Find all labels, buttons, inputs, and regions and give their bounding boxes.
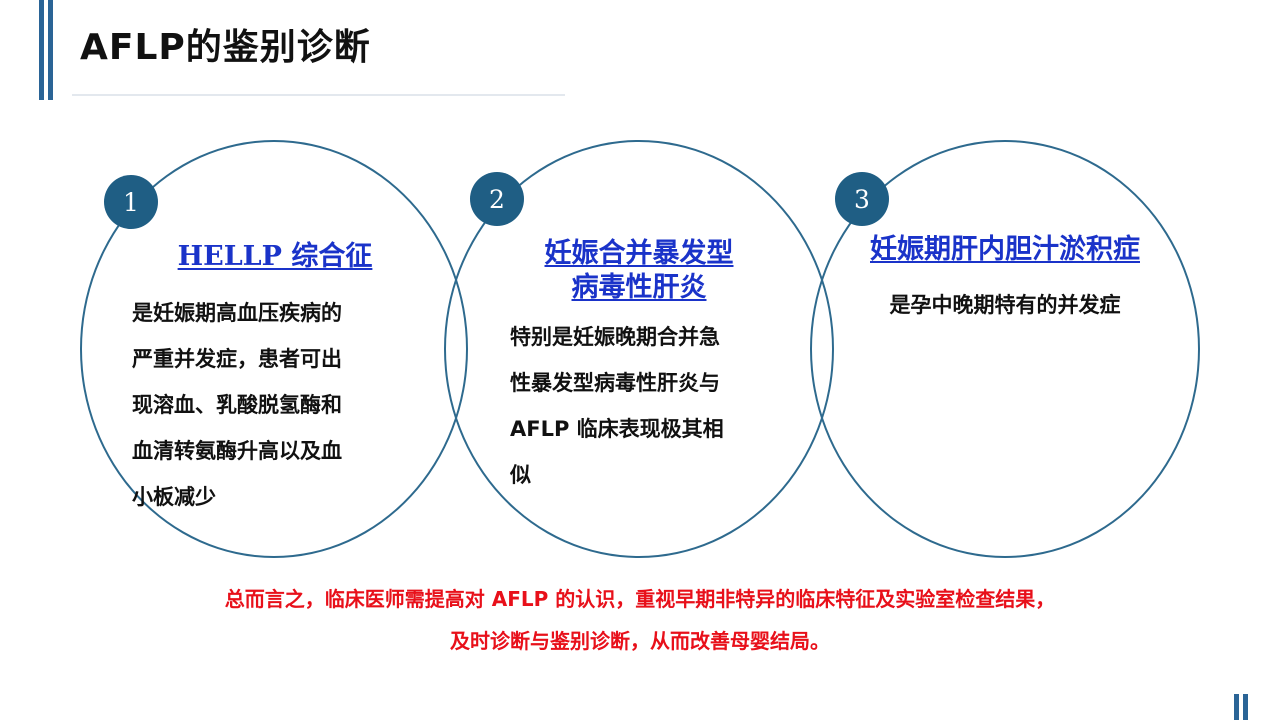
left-accent-bar-1 — [39, 0, 44, 100]
item-2-heading-line: 病毒性肝炎 — [571, 272, 707, 303]
item-2-line: 性暴发型病毒性肝炎与 — [510, 371, 720, 395]
corner-accent-bar-2 — [1243, 694, 1248, 720]
item-1-heading-latin: HELLP — [177, 241, 282, 272]
item-1-description: 是妊娠期高血压疾病的 严重并发症，患者可出 现溶血、乳酸脱氢酶和 血清转氨酶升高… — [132, 290, 422, 520]
circle-3 — [810, 140, 1200, 558]
number-badge-3: 3 — [835, 172, 889, 226]
number-badge-1: 1 — [104, 175, 158, 229]
title-divider — [72, 94, 565, 96]
item-2-line: 特别是妊娠晚期合并急 — [510, 325, 720, 349]
item-1-line: 血清转氨酶升高以及血 — [132, 439, 342, 463]
item-3-heading[interactable]: 妊娠期肝内胆汁淤积症 — [870, 234, 1140, 265]
item-2-heading[interactable]: 妊娠合并暴发型 病毒性肝炎 — [500, 237, 778, 305]
item-2-description: 特别是妊娠晚期合并急 性暴发型病毒性肝炎与 AFLP 临床表现极其相 似 — [510, 314, 790, 498]
page-title: AFLP的鉴别诊断 — [80, 27, 371, 68]
item-3-line: 是孕中晚期特有的并发症 — [889, 293, 1121, 317]
item-1-line: 现溶血、乳酸脱氢酶和 — [132, 393, 342, 417]
left-accent-bar-2 — [48, 0, 53, 100]
item-2-line: 似 — [510, 463, 531, 487]
summary-text: 总而言之，临床医师需提高对 AFLP 的认识，重视早期非特异的临床特征及实验室检… — [60, 578, 1220, 662]
summary-line-1: 总而言之，临床医师需提高对 AFLP 的认识，重视早期非特异的临床特征及实验室检… — [224, 587, 1056, 611]
corner-accent-bar-1 — [1234, 694, 1239, 720]
item-1-heading-cn: 综合征 — [281, 241, 373, 272]
summary-line-2: 及时诊断与鉴别诊断，从而改善母婴结局。 — [450, 629, 830, 653]
item-1-line: 严重并发症，患者可出 — [132, 347, 342, 371]
number-badge-2: 2 — [470, 172, 524, 226]
item-2-heading-line: 妊娠合并暴发型 — [544, 238, 734, 269]
item-1-heading[interactable]: HELLP 综合征 — [150, 240, 400, 274]
item-1-line: 是妊娠期高血压疾病的 — [132, 301, 342, 325]
item-3-description: 是孕中晚期特有的并发症 — [840, 282, 1170, 328]
item-2-line: AFLP 临床表现极其相 — [510, 417, 724, 441]
item-1-line: 小板减少 — [132, 485, 216, 509]
